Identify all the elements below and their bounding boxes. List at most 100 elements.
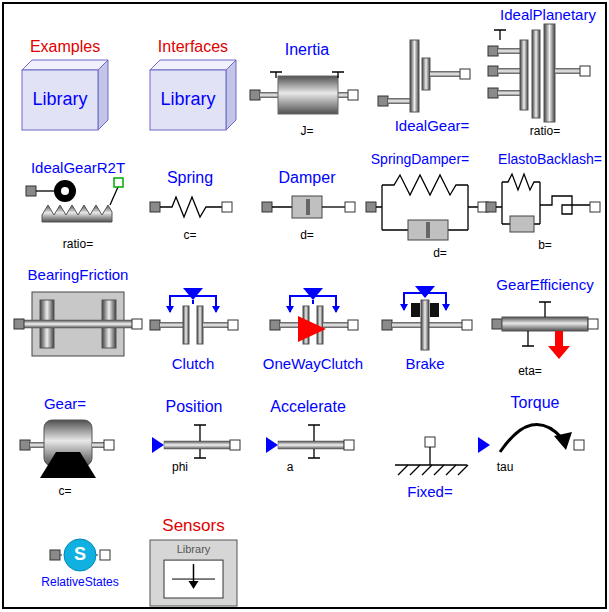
spring-damper-icon-part <box>426 222 430 238</box>
ideal-planetary-icon-part <box>498 90 520 96</box>
position-icon-part <box>194 425 206 458</box>
elasto-backlash-icon-part <box>590 202 600 212</box>
state-circle: SRelativeStates <box>63 538 97 572</box>
spring-icon-part <box>160 197 222 217</box>
component-name: Damper <box>279 169 336 187</box>
one-way-clutch-icon-part <box>298 316 326 342</box>
parameter-label: c= <box>58 485 71 498</box>
brake-icon-part <box>430 303 439 317</box>
box-side <box>98 60 108 130</box>
position-icon-part <box>152 437 164 453</box>
torque-icon-part <box>554 432 572 450</box>
brake-icon-part <box>382 320 392 330</box>
damper-icon-part <box>322 206 345 207</box>
clutch-icon-part <box>183 288 203 300</box>
library-name: Sensors <box>162 517 224 536</box>
accelerate-icon-part <box>308 425 320 458</box>
relative-states-icon-part <box>50 550 60 560</box>
bearing-friction-icon-part <box>14 319 24 329</box>
gear-icon <box>20 420 114 478</box>
ideal-gear-r2t-icon-part <box>54 180 76 202</box>
gear-efficiency-icon-part <box>588 319 598 329</box>
ideal-gear-r2t-icon <box>26 178 123 222</box>
one-way-clutch-icon <box>270 288 358 344</box>
component-name: IdealGear= <box>395 118 470 135</box>
damper-icon-part <box>306 199 310 215</box>
component-name: Spring <box>167 169 213 187</box>
parameter-label: ratio= <box>63 238 93 251</box>
component-name: Position <box>166 398 223 416</box>
ideal-planetary-icon-part <box>580 66 590 76</box>
ideal-planetary-icon-part <box>520 40 528 110</box>
damper-icon-part <box>345 202 355 212</box>
one-way-clutch-icon-part <box>303 288 323 300</box>
ideal-planetary-icon <box>488 24 590 122</box>
ideal-gear-icon-part <box>410 40 419 112</box>
parameter-label: phi <box>172 461 188 474</box>
inertia-icon-part <box>250 90 260 100</box>
library-tag: Library <box>177 543 211 555</box>
box-top <box>150 60 236 70</box>
library-box: ExamplesLibrary <box>22 60 108 130</box>
component-name: Torque <box>511 394 560 412</box>
meter-arrow <box>189 581 199 589</box>
ideal-gear-r2t-icon-part <box>36 190 55 191</box>
elasto-backlash-icon-part <box>510 216 534 232</box>
bearing-friction-icon-part <box>22 320 134 328</box>
ideal-planetary-icon-part <box>498 48 520 54</box>
one-way-clutch-icon-part <box>348 320 358 330</box>
one-way-clutch-icon-part <box>323 322 348 328</box>
one-way-clutch-icon-part <box>317 306 323 344</box>
gear-efficiency-icon <box>492 302 598 359</box>
parameter-label: tau <box>497 461 514 474</box>
parameter-label: eta= <box>518 365 542 378</box>
clutch-icon-part <box>160 322 185 328</box>
gear-efficiency-icon-part <box>502 317 588 331</box>
meter-face <box>164 560 223 598</box>
brake-icon-part <box>404 293 446 310</box>
component-name: SpringDamper= <box>371 152 469 167</box>
ideal-gear-r2t-icon-part <box>110 187 118 205</box>
parameter-label: d= <box>300 229 314 242</box>
one-way-clutch-icon-part <box>290 296 336 312</box>
bearing-friction-icon-part <box>132 319 142 329</box>
gear-icon-part <box>20 440 30 450</box>
parameter-label: d= <box>433 247 447 260</box>
parameter-label: b= <box>538 239 552 252</box>
gear-efficiency-icon-part <box>492 319 502 329</box>
brake-icon-part <box>400 304 450 311</box>
gear-icon-part <box>104 440 114 450</box>
component-name: GearEfficiency <box>496 277 593 294</box>
spring-icon <box>150 197 232 217</box>
gear-efficiency-icon-part <box>548 346 570 359</box>
box-frame <box>150 540 237 606</box>
spring-damper-icon-part <box>408 220 448 240</box>
spring-damper-icon <box>366 175 488 240</box>
fixed-icon-part <box>425 437 435 447</box>
ideal-gear-icon-part <box>422 58 430 90</box>
clutch-icon-part <box>170 296 216 312</box>
gear-efficiency-icon-part <box>522 302 551 346</box>
component-name: RelativeStates <box>41 576 118 589</box>
brake-icon-part <box>411 303 420 317</box>
spring-icon-part <box>150 202 160 212</box>
library-name: Interfaces <box>158 38 228 56</box>
library-box: InterfacesLibrary <box>150 60 236 130</box>
accelerate-icon <box>266 425 354 458</box>
ideal-planetary-icon-part <box>488 66 498 76</box>
bearing-friction-icon <box>14 292 142 356</box>
damper-icon-part <box>292 196 322 218</box>
component-name: Fixed= <box>407 484 452 501</box>
ideal-gear-icon-part <box>388 98 412 104</box>
box-front <box>150 70 226 130</box>
state-circle-outline <box>64 539 96 571</box>
library-tag: Library <box>160 90 215 110</box>
ideal-planetary-icon-part <box>532 30 540 118</box>
parameter-label: J= <box>300 125 313 138</box>
box-top <box>22 60 108 70</box>
fixed-icon-part <box>398 465 468 475</box>
fixed-icon <box>395 437 468 475</box>
ideal-gear-r2t-icon-part <box>114 178 123 187</box>
gear-efficiency-icon-part <box>555 331 563 347</box>
library-name: Examples <box>30 38 100 56</box>
